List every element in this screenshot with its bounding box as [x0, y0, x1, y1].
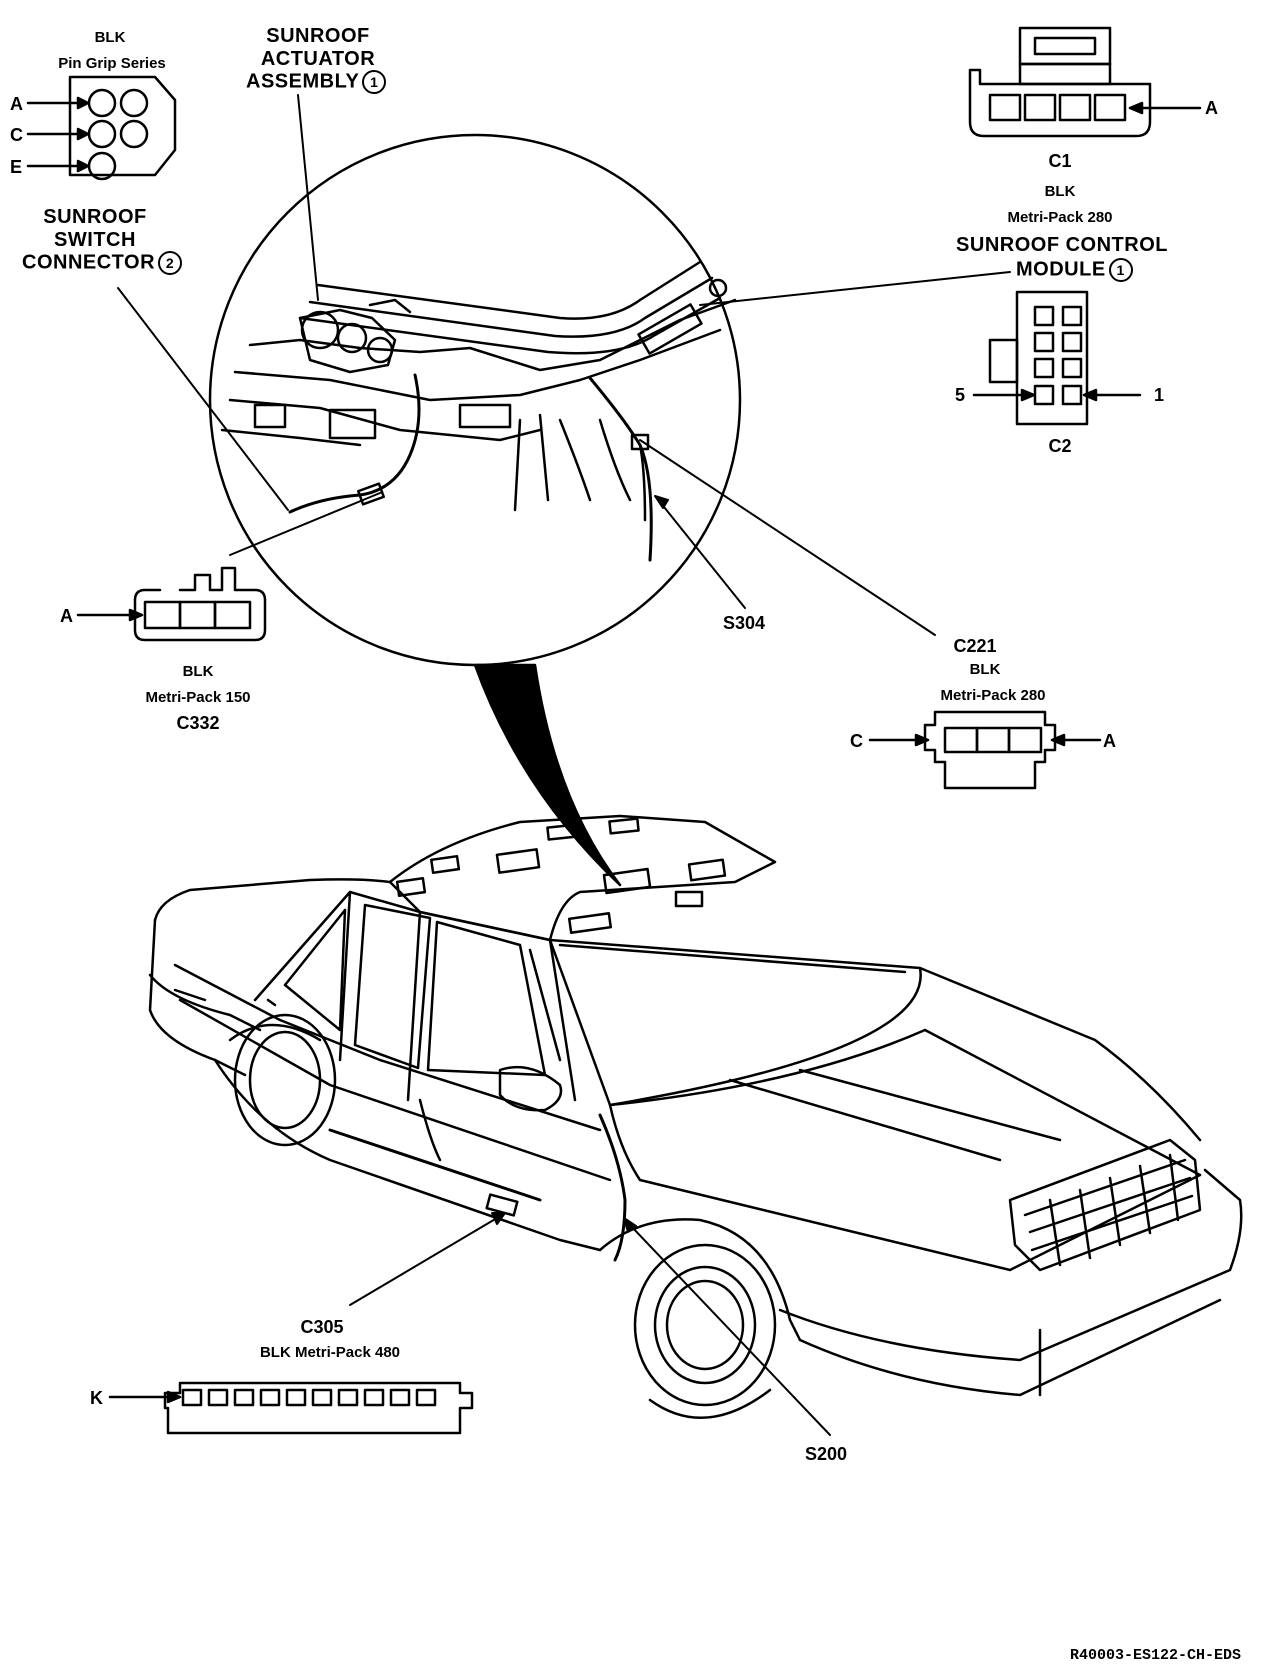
switch-connector-note-mark: 2	[158, 251, 183, 275]
c332-color: BLK	[182, 663, 214, 680]
c305-type: BLK Metri-Pack 480	[259, 1344, 401, 1361]
c2-pin-1: 1	[1154, 385, 1165, 405]
pin-grip-series: Pin Grip Series	[58, 55, 166, 72]
c2-name: C2	[1048, 436, 1072, 456]
switch-connector-label-line1: SUNROOF	[43, 206, 147, 228]
control-module-label-text: MODULE	[1016, 258, 1106, 281]
c2-pin-5: 5	[955, 385, 966, 405]
c221-pin-c: C	[850, 731, 863, 751]
switch-connector-label-line2: SWITCH	[54, 229, 136, 251]
c305-name: C305	[300, 1317, 344, 1337]
pin-grip-pin-a: A	[10, 94, 23, 114]
actuator-label-text: ASSEMBLY	[246, 70, 360, 93]
switch-connector-label-text: CONNECTOR	[22, 251, 156, 274]
c332-name: C332	[176, 713, 220, 733]
c2-connector-drawing	[972, 290, 1142, 426]
leader-lines	[117, 94, 1011, 1436]
pin-grip-pin-e: E	[10, 157, 23, 177]
c1-name: C1	[1048, 151, 1072, 171]
c221-connector-drawing	[868, 710, 1102, 790]
c1-color: BLK	[1044, 183, 1076, 200]
car-drawing	[148, 814, 1243, 1419]
c221-type: Metri-Pack 280	[940, 687, 1046, 704]
control-module-note-mark: 1	[1108, 258, 1133, 282]
c332-type: Metri-Pack 150	[145, 689, 251, 706]
detail-cone	[473, 663, 622, 887]
c221-name: C221	[953, 636, 997, 656]
s304-label: S304	[723, 613, 766, 633]
c332-pin-a: A	[60, 606, 73, 626]
actuator-label-line1: SUNROOF	[266, 25, 370, 47]
c1-connector-drawing	[968, 26, 1202, 138]
pin-grip-connector-drawing	[26, 75, 177, 181]
control-module-label-line1: SUNROOF CONTROL	[956, 234, 1168, 256]
pin-grip-color: BLK	[94, 29, 126, 46]
pin-grip-pin-c: C	[10, 125, 23, 145]
sunroof-detail-view	[208, 133, 742, 667]
c305-pin-k: K	[90, 1388, 103, 1408]
actuator-note-mark: 1	[362, 70, 387, 94]
c221-color: BLK	[969, 661, 1001, 678]
c1-type: Metri-Pack 280	[1007, 209, 1113, 226]
c332-connector-drawing	[76, 566, 267, 642]
actuator-label-line2: ACTUATOR	[260, 48, 376, 70]
s200-label: S200	[805, 1444, 848, 1464]
c1-pin-a: A	[1205, 98, 1218, 118]
c305-connector-drawing	[108, 1381, 474, 1435]
reference-code: R40003-ES122-CH-EDS	[1070, 1647, 1242, 1664]
c221-pin-a: A	[1103, 731, 1116, 751]
